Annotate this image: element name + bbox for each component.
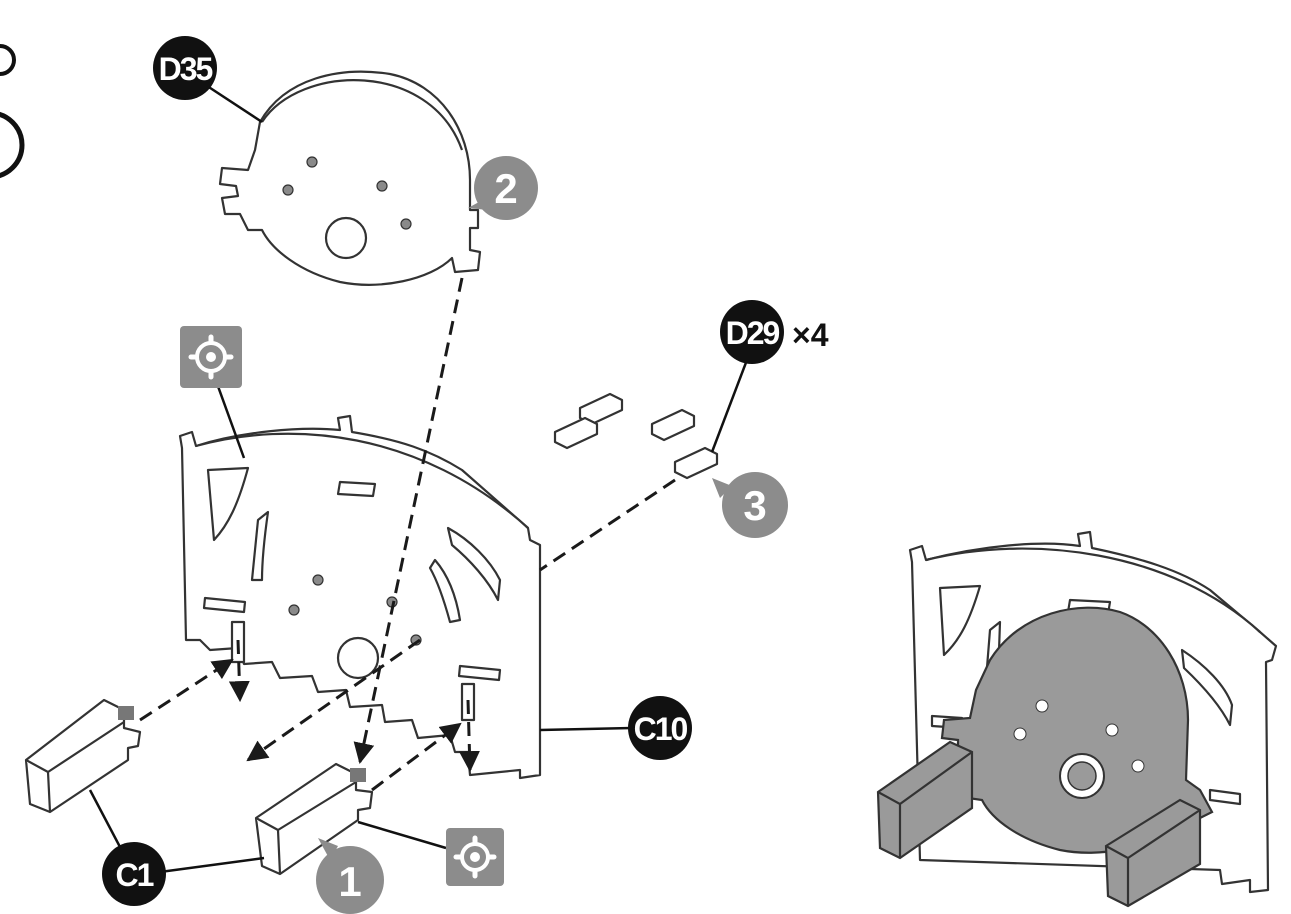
gear-icon-bottom xyxy=(357,820,504,886)
step-3-text: 3 xyxy=(743,482,766,529)
step-1-text: 1 xyxy=(338,858,361,905)
label-c1-text: C1 xyxy=(116,857,154,893)
part-d35-disc xyxy=(218,70,482,286)
label-c10: C10 xyxy=(539,696,692,760)
step-2-text: 2 xyxy=(494,165,517,212)
guide-line-c1-left xyxy=(139,658,234,722)
assembled-result xyxy=(876,530,1278,908)
part-c10-plate xyxy=(178,414,542,780)
guide-arrow-plate xyxy=(246,638,421,762)
cropped-icon-left xyxy=(0,44,25,179)
guide-arrow-c10-right xyxy=(458,699,480,773)
guide-arrow-c10-left xyxy=(228,639,250,703)
step-2-badge: 2 xyxy=(468,156,538,220)
part-c1-block-right xyxy=(254,762,374,876)
part-c1-block-left xyxy=(24,698,142,814)
label-d29-text: D29 xyxy=(726,315,780,351)
guide-line-c1-right xyxy=(371,722,462,792)
label-d29-qty: ×4 xyxy=(792,317,829,353)
label-d29: D29 ×4 xyxy=(710,300,829,453)
step-1-badge: 1 xyxy=(316,838,384,914)
label-c10-text: C10 xyxy=(634,711,688,747)
guide-line-d35 xyxy=(353,277,464,765)
guide-line-d29 xyxy=(539,478,676,572)
label-d35-text: D35 xyxy=(159,51,213,87)
gear-icon-top xyxy=(180,326,246,459)
label-d35: D35 xyxy=(153,36,263,124)
label-c1: C1 xyxy=(88,789,265,906)
step-3-badge: 3 xyxy=(712,472,788,538)
part-d29-pins xyxy=(553,392,719,480)
